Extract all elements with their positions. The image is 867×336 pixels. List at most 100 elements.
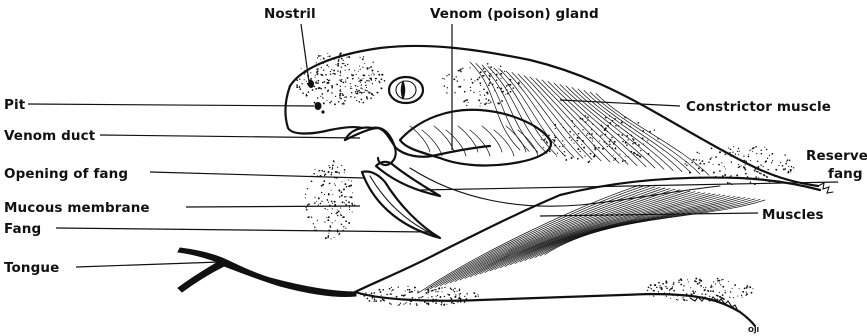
eye-iris <box>396 81 416 99</box>
stipple-dot <box>344 183 346 185</box>
stipple-dot <box>613 160 614 161</box>
stipple-dot <box>653 295 654 296</box>
stipple-dot <box>332 194 333 195</box>
stipple-dot <box>705 294 707 296</box>
stipple-dot <box>705 287 706 288</box>
stipple-dot <box>334 204 336 206</box>
stipple-dot <box>405 303 406 304</box>
stipple-dot <box>362 67 363 68</box>
stipple-dot <box>504 71 505 72</box>
stipple-dot <box>324 221 325 222</box>
stipple-dot <box>322 184 324 186</box>
stipple-dot <box>720 284 721 285</box>
stipple-dot <box>409 291 411 293</box>
stipple-dot <box>562 140 563 141</box>
stipple-dot <box>690 287 691 288</box>
stipple-dot <box>337 65 339 67</box>
stipple-dot <box>565 159 567 161</box>
stipple-dot <box>338 59 340 61</box>
stipple-dot <box>666 296 667 297</box>
stipple-dot <box>479 91 480 92</box>
stipple-dot <box>697 152 699 154</box>
stipple-dot <box>787 159 788 160</box>
stipple-dot <box>370 66 372 68</box>
stipple-dot <box>751 292 753 294</box>
stipple-dot <box>327 53 328 54</box>
stipple-dot <box>732 288 733 289</box>
stipple-dot <box>750 149 751 150</box>
stipple-dot <box>315 75 316 76</box>
stipple-dot <box>746 292 747 293</box>
stipple-dot <box>564 144 565 145</box>
stipple-dot <box>699 282 701 284</box>
stipple-dot <box>358 71 359 72</box>
label-constrictor-muscle: Constrictor muscle <box>686 99 831 115</box>
stipple-dot <box>377 71 378 72</box>
muscle-fiber <box>518 74 592 160</box>
stipple-dot <box>332 208 333 209</box>
stipple-dot <box>697 283 699 285</box>
stipple-dot <box>311 216 312 217</box>
stipple-dot <box>321 170 323 172</box>
stipple-dot <box>440 296 442 298</box>
stipple-dot <box>335 96 336 97</box>
stipple-dot <box>323 171 325 173</box>
stipple-dot <box>346 57 347 58</box>
stipple-dot <box>752 288 753 289</box>
stipple-dot <box>328 233 329 234</box>
stipple-dot <box>335 64 336 65</box>
stipple-dot <box>748 156 750 158</box>
stipple-dot <box>451 298 452 299</box>
stipple-dot <box>340 71 341 72</box>
stipple-dot <box>333 70 335 72</box>
stipple-dot <box>332 222 333 223</box>
stipple-dot <box>318 55 320 57</box>
stipple-dot <box>338 172 340 174</box>
stipple-dot <box>366 90 367 91</box>
stipple-dot <box>738 167 739 168</box>
stipple-dot <box>485 98 487 100</box>
stipple-dot <box>438 288 439 289</box>
stipple-dot <box>640 156 642 158</box>
skin-stipple <box>296 52 794 306</box>
stipple-dot <box>586 135 587 136</box>
stipple-dot <box>778 165 779 166</box>
stipple-dot <box>390 293 392 295</box>
stipple-dot <box>469 67 470 68</box>
stipple-dot <box>500 78 501 79</box>
stipple-dot <box>554 139 555 140</box>
stipple-dot <box>510 91 512 93</box>
muscle-fiber <box>422 130 442 156</box>
stipple-dot <box>373 74 374 75</box>
stipple-dot <box>466 293 467 294</box>
stipple-dot <box>352 78 354 80</box>
stipple-dot <box>425 292 427 294</box>
muscle-fiber <box>566 86 664 169</box>
stipple-dot <box>615 125 617 127</box>
pit-dot <box>321 110 324 113</box>
stipple-dot <box>715 283 716 284</box>
stipple-dot <box>334 103 336 105</box>
stipple-dot <box>683 290 684 291</box>
stipple-dot <box>479 77 481 79</box>
muscle-fiber <box>506 126 526 152</box>
stipple-dot <box>403 304 404 305</box>
stipple-dot <box>576 140 578 142</box>
stipple-dot <box>390 304 391 305</box>
stipple-dot <box>355 91 357 93</box>
stipple-dot <box>347 77 349 79</box>
stipple-dot <box>471 78 472 79</box>
stipple-dot <box>619 154 620 155</box>
stipple-dot <box>756 171 757 172</box>
stipple-dot <box>314 202 316 204</box>
muscle-fiber <box>506 71 574 157</box>
stipple-dot <box>302 92 304 94</box>
stipple-dot <box>615 148 617 150</box>
stipple-dot <box>341 181 342 182</box>
stipple-dot <box>330 74 331 75</box>
stipple-dot <box>378 81 379 82</box>
stipple-dot <box>743 166 745 168</box>
stipple-dot <box>791 166 793 168</box>
stipple-dot <box>350 88 351 89</box>
stipple-dot <box>338 211 340 213</box>
